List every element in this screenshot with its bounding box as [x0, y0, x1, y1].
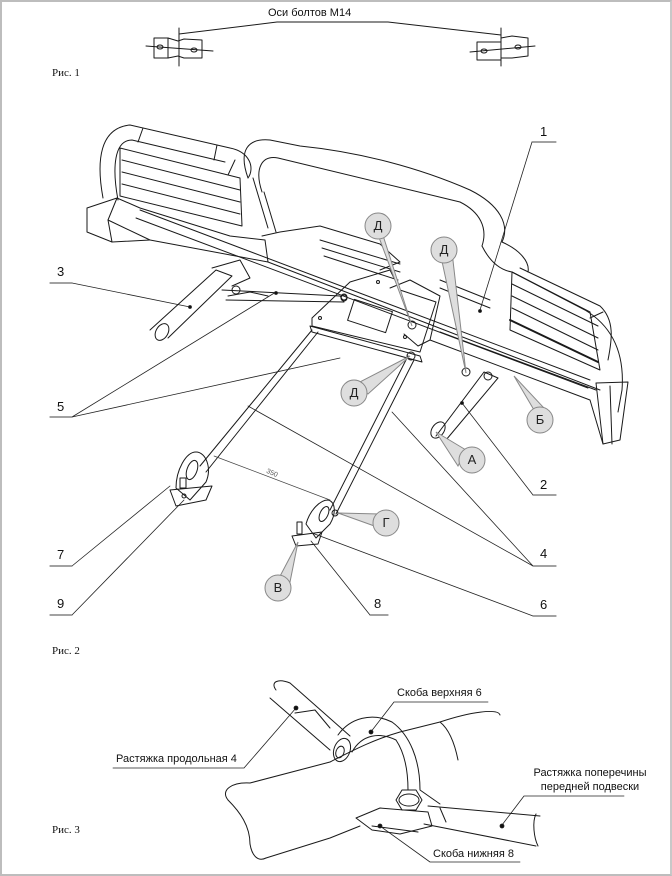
part-callout-6: 6 [540, 597, 548, 612]
letter-callout-b: Б [535, 412, 545, 427]
callout-balloon-a [435, 431, 486, 474]
bolt-axes-diagram [145, 21, 536, 67]
caption-crossmember-line2: передней подвески [540, 781, 640, 793]
part-callout-4: 4 [540, 546, 548, 561]
figure-1-label: Рис. 1 [52, 67, 80, 79]
caption-upper-bracket: Скоба верхняя 6 [397, 687, 482, 699]
caption-lower-bracket: Скоба нижняя 8 [433, 848, 514, 860]
bolt-axes-caption: Оси болтов М14 [268, 7, 352, 19]
letter-callout-d1: Д [373, 218, 383, 233]
figure-3-label: Рис. 3 [52, 824, 80, 836]
bumper-assembly [86, 124, 629, 547]
callout-balloon-g [337, 509, 400, 537]
caption-longitudinal-brace: Растяжка продольная 4 [116, 753, 237, 765]
letter-callouts [264, 212, 554, 602]
letter-callout-d3: Д [349, 385, 359, 400]
bracket-closeup [225, 680, 541, 860]
part-callout-5: 5 [57, 399, 65, 414]
letter-callout-v: В [273, 580, 283, 595]
part-callout-1: 1 [540, 124, 548, 139]
left-bolt-bracket [145, 27, 214, 67]
callout-balloon-b [513, 375, 554, 434]
part-callout-8: 8 [374, 596, 382, 611]
callout-balloon-d2 [430, 236, 467, 374]
right-bolt-bracket [469, 27, 536, 67]
letter-callout-g: Г [382, 515, 390, 530]
callout-balloon-v [264, 541, 299, 602]
part-callout-9: 9 [57, 596, 65, 611]
part-callout-2: 2 [540, 477, 548, 492]
fig3-leader-lines [112, 701, 625, 863]
part-callout-3: 3 [57, 264, 65, 279]
callout-balloon-d1 [364, 212, 413, 327]
figure-2-label: Рис. 2 [52, 645, 80, 657]
letter-callout-d2: Д [439, 242, 449, 257]
caption-crossmember-line1: Растяжка поперечины [533, 767, 647, 779]
letter-callout-a: А [467, 452, 477, 467]
part-callout-7: 7 [57, 547, 65, 562]
callout-balloon-d3 [340, 355, 411, 407]
